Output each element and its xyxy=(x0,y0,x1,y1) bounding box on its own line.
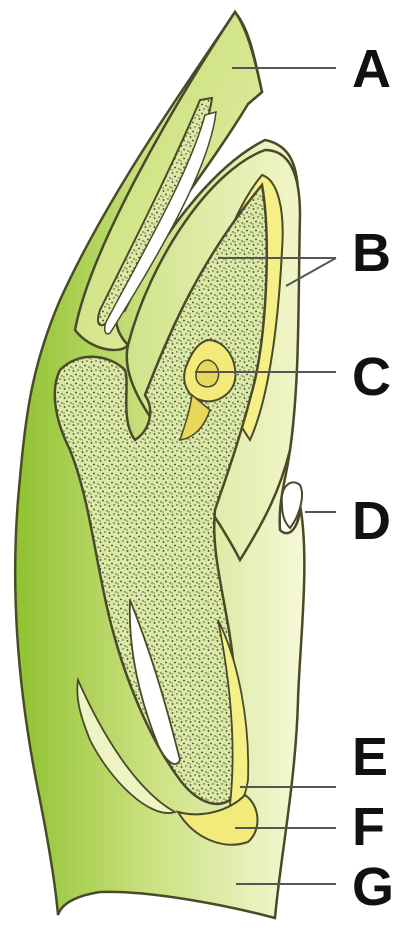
label-b: B xyxy=(352,226,391,280)
label-e: E xyxy=(352,730,388,784)
label-g: G xyxy=(352,860,394,914)
shoot-apex-inner xyxy=(196,360,219,387)
label-d: D xyxy=(352,494,391,548)
label-f: F xyxy=(352,800,385,854)
label-a: A xyxy=(352,42,391,96)
label-c: C xyxy=(352,350,391,404)
